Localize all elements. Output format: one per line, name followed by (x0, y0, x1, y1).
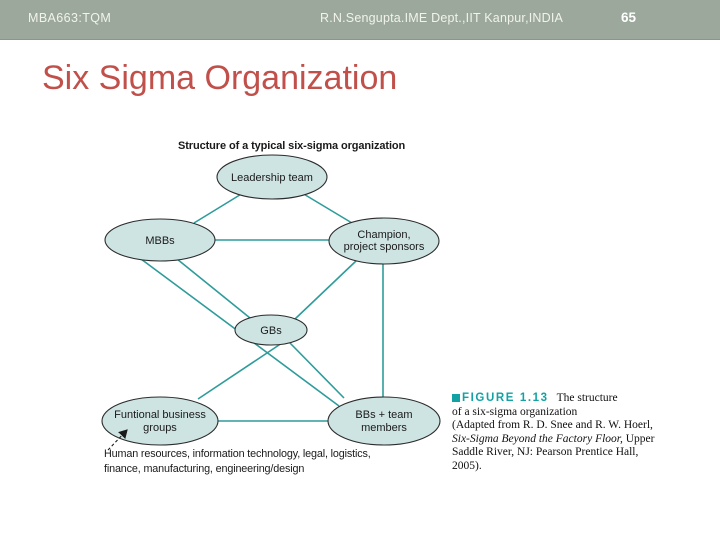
gbs-label: GBs (260, 325, 282, 337)
figure-caption: FIGURE 1.13 The structure of a six-sigma … (452, 392, 682, 474)
caption-line3: (Adapted from R. D. Snee and R. W. Hoerl… (452, 419, 653, 432)
leadership-team-label: Leadership team (231, 172, 313, 184)
caption-line6: 2005). (452, 459, 482, 472)
mbbs-ellipse (104, 218, 216, 262)
header-bar: MBA663:TQM R.N.Sengupta.IME Dept.,IIT Ka… (0, 0, 720, 40)
champion-label-line1: Champion, (357, 229, 410, 241)
caption-book-title: Six-Sigma Beyond the Factory Floor, (452, 432, 623, 445)
functional-groups-ellipse (101, 396, 219, 446)
caption-line4: Six-Sigma Beyond the Factory Floor, Uppe… (452, 433, 682, 447)
diagram-annotation: Human resources, information technology,… (104, 447, 371, 476)
edge-leadership-mbbs (193, 192, 244, 224)
edge-gbs-functional (197, 342, 283, 400)
edge-mbbs-gbs (176, 258, 251, 319)
slide-title: Six Sigma Organization (42, 59, 398, 97)
node-leadership-team: Leadership team (216, 154, 328, 200)
edge-champion-gbs (294, 260, 357, 320)
gbs-ellipse (234, 314, 308, 346)
mbbs-label: MBBs (145, 235, 175, 247)
annotation-line1: Human resources, information technology,… (104, 448, 371, 460)
bbs-team-label-line1: BBs + team (355, 409, 412, 421)
champion-ellipse (328, 217, 440, 265)
node-champion: Champion, project sponsors (328, 217, 440, 265)
annotation-arrow (107, 429, 128, 451)
figure-number-label: FIGURE 1.13 (462, 392, 549, 404)
functional-groups-label-line1: Funtional business (114, 409, 206, 421)
caption-line5: Saddle River, NJ: Pearson Prentice Hall, (452, 446, 639, 459)
author-affiliation-label: R.N.Sengupta.IME Dept.,IIT Kanpur,INDIA (320, 11, 564, 25)
annotation-line2: finance, manufacturing, engineering/desi… (104, 462, 305, 475)
edge-gbs-bbs (289, 342, 345, 399)
bbs-team-ellipse (327, 396, 441, 446)
page-number: 65 (621, 10, 637, 25)
diagram-heading: Structure of a typical six-sigma organiz… (178, 140, 406, 152)
node-mbbs: MBBs (104, 218, 216, 262)
leadership-team-ellipse (216, 154, 328, 200)
caption-line4-text: Upper (622, 432, 655, 445)
caption-line2: of a six-sigma organization (452, 405, 578, 418)
node-gbs: GBs (234, 314, 308, 346)
champion-label-line2: project sponsors (344, 241, 425, 253)
diagram-edges (140, 192, 384, 422)
node-bbs-team: BBs + team members (327, 396, 441, 446)
figure-marker-icon (452, 394, 460, 402)
node-functional-groups: Funtional business groups (101, 396, 219, 446)
caption-line1-text: The structure (556, 392, 618, 404)
functional-groups-label-line2: groups (143, 422, 177, 434)
course-code-label: MBA663:TQM (28, 11, 112, 25)
caption-line1: FIGURE 1.13 The structure (452, 392, 682, 406)
edge-leadership-champion (301, 192, 353, 224)
bbs-team-label-line2: members (361, 422, 407, 434)
